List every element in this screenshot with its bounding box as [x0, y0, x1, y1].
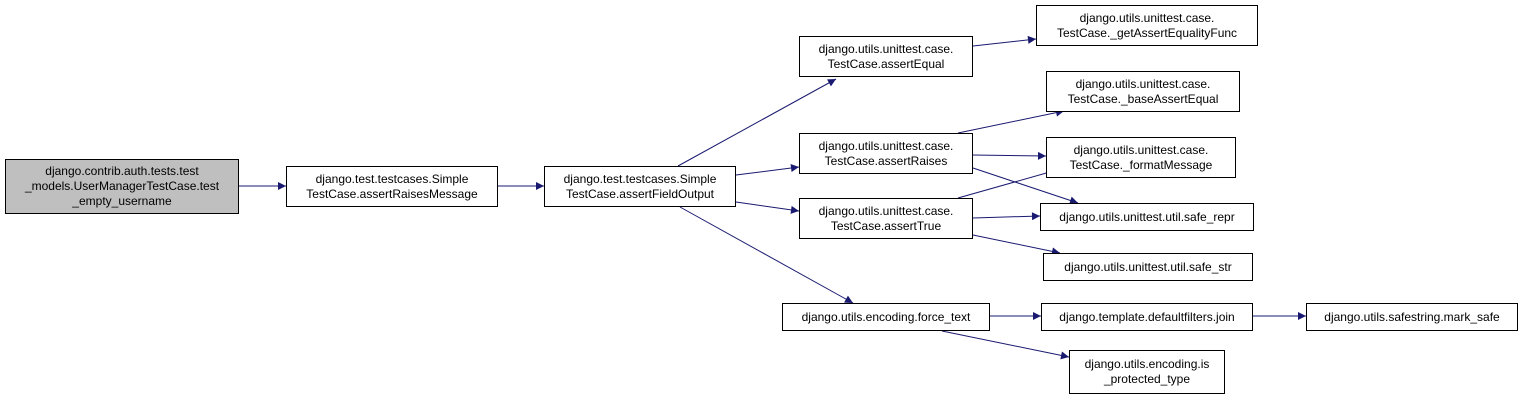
node-assert-field-output[interactable]: django.test.testcases.Simple TestCase.as… — [544, 166, 736, 207]
edge-assert-field-output-to-assert-raises — [735, 164, 800, 176]
edge-assert-raises-to-safe-repr — [972, 167, 1079, 205]
edge-force-text-to-is-protected-type — [941, 330, 1070, 360]
node-force-text[interactable]: django.utils.encoding.force_text — [782, 303, 990, 331]
edge-assert-raises-to-base-assert-equal — [957, 108, 1065, 134]
node-mark-safe[interactable]: django.utils.safestring.mark_safe — [1306, 303, 1518, 331]
node-base-assert-equal[interactable]: django.utils.unittest.case. TestCase._ba… — [1046, 71, 1240, 112]
edge-assert-true-to-safe-str — [972, 234, 1061, 256]
node-assert-raises[interactable]: django.utils.unittest.case. TestCase.ass… — [799, 133, 973, 174]
node-is-protected-type[interactable]: django.utils.encoding.is _protected_type — [1069, 350, 1225, 394]
node-assert-true[interactable]: django.utils.unittest.case. TestCase.ass… — [799, 198, 973, 239]
edge-assert-field-output-to-assert-true — [735, 201, 800, 214]
edge-assert-true-to-safe-repr — [972, 212, 1041, 221]
edge-assert-raises-to-format-message — [972, 151, 1047, 160]
node-assert-raises-message[interactable]: django.test.testcases.Simple TestCase.as… — [286, 166, 498, 207]
node-format-message[interactable]: django.utils.unittest.case. TestCase._fo… — [1046, 137, 1236, 178]
node-get-assert-equality-func[interactable]: django.utils.unittest.case. TestCase._ge… — [1036, 5, 1258, 46]
edge-assert-field-output-to-force-text — [679, 206, 854, 304]
node-root-test-empty-username[interactable]: django.contrib.auth.tests.test _models.U… — [5, 159, 239, 214]
edge-assert-equal-to-get-assert-equality-func — [972, 35, 1037, 47]
node-defaultfilters-join[interactable]: django.template.defaultfilters.join — [1041, 303, 1253, 331]
node-safe-str[interactable]: django.utils.unittest.util.safe_str — [1043, 253, 1253, 281]
node-safe-repr[interactable]: django.utils.unittest.util.safe_repr — [1040, 203, 1254, 231]
node-assert-equal[interactable]: django.utils.unittest.case. TestCase.ass… — [799, 36, 973, 77]
edge-assert-field-output-to-assert-equal — [677, 78, 837, 167]
